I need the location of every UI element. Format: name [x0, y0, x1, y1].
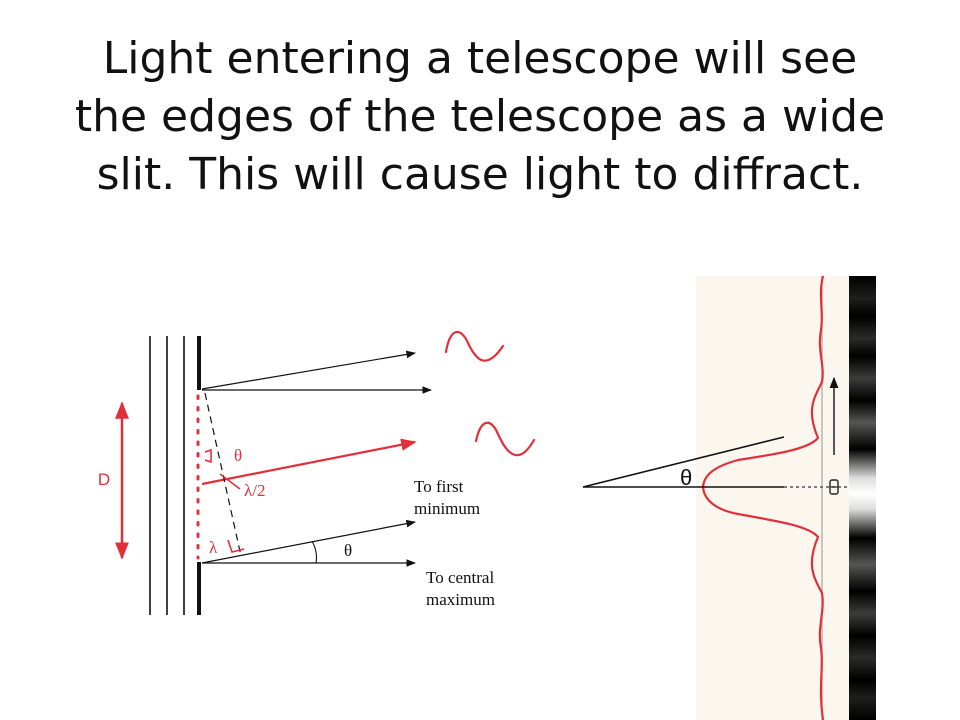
half-lambda-pointer	[219, 473, 241, 490]
pattern-panel-background	[696, 276, 849, 720]
slide-title: Light entering a telescope will see the …	[40, 30, 920, 204]
fringe-screen	[849, 276, 876, 720]
first-minimum-label: To first minimum	[414, 477, 480, 518]
ray-red-middle	[201, 438, 417, 486]
angle-ray-upper	[582, 436, 785, 488]
path-difference-bracket-lower	[227, 539, 245, 553]
title-line-2: the edges of the telescope as a wide	[74, 91, 886, 142]
wave-squiggle-lower	[474, 421, 536, 457]
central-maximum-label: To central maximum	[426, 568, 498, 609]
half-lambda-label: λ/2	[244, 481, 265, 500]
title-line-1: Light entering a telescope will see	[102, 33, 858, 84]
theta-label-red: θ	[234, 446, 242, 465]
intensity-pattern-diagram: θ	[582, 275, 876, 720]
ray-first-minimum	[201, 519, 416, 564]
wave-squiggle-upper	[444, 331, 505, 362]
diffracted-wavefront-dashed	[204, 392, 242, 557]
angle-label: θ	[344, 541, 352, 560]
angle-arc	[311, 540, 318, 564]
title-line-3: slit. This will cause light to diffract.	[96, 149, 864, 200]
aperture-label: D	[98, 470, 110, 489]
ray-upper	[201, 350, 416, 390]
right-angle-label: θ	[680, 465, 692, 490]
single-slit-diagram: D θ λ/2 λ θ To first minimum To central …	[98, 331, 536, 615]
path-difference-bracket-upper	[204, 448, 212, 464]
lambda-label: λ	[209, 538, 218, 557]
